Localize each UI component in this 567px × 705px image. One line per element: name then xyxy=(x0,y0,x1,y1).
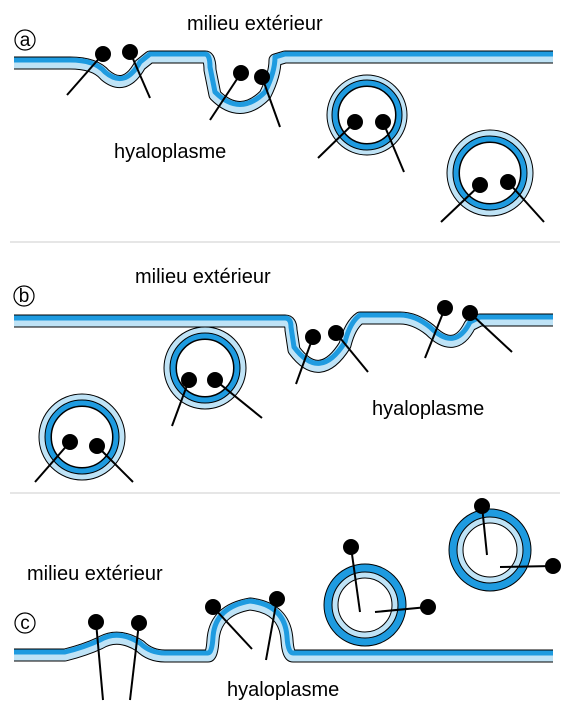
panel-letter-b: b xyxy=(14,286,34,307)
panel-letter-a: a xyxy=(15,30,35,51)
particle-icon xyxy=(233,65,249,81)
outside-label-a: milieu extérieur xyxy=(187,13,323,35)
vesicle-a1 xyxy=(318,75,407,172)
particle-icon xyxy=(254,69,270,85)
svg-text:b: b xyxy=(19,286,30,307)
vesicle-b1 xyxy=(164,327,262,426)
panel-letter-c: c xyxy=(15,613,35,634)
vesicle-b2 xyxy=(35,394,133,482)
inside-label-b: hyaloplasme xyxy=(372,398,484,420)
svg-text:a: a xyxy=(20,30,31,51)
particle-icon xyxy=(95,46,111,62)
panel-a: a milieu extérieur hyaloplasme xyxy=(10,13,560,242)
particle-icon xyxy=(122,44,138,60)
outside-label-c: milieu extérieur xyxy=(27,563,163,585)
panel-c: c milieu extérieur hyaloplasme xyxy=(14,498,561,701)
svg-text:c: c xyxy=(20,613,30,634)
vesicle-a2 xyxy=(441,130,544,222)
panel-b: b milieu extérieur hyaloplasme xyxy=(10,266,560,493)
inside-label-a: hyaloplasme xyxy=(114,141,226,163)
plasma-membrane-b xyxy=(14,315,553,366)
vesicle-c1 xyxy=(324,539,436,646)
outside-label-b: milieu extérieur xyxy=(135,266,271,288)
vesicle-c2 xyxy=(449,498,561,591)
receptor-particle-group-c1 xyxy=(88,614,147,700)
inside-label-c: hyaloplasme xyxy=(227,679,339,701)
